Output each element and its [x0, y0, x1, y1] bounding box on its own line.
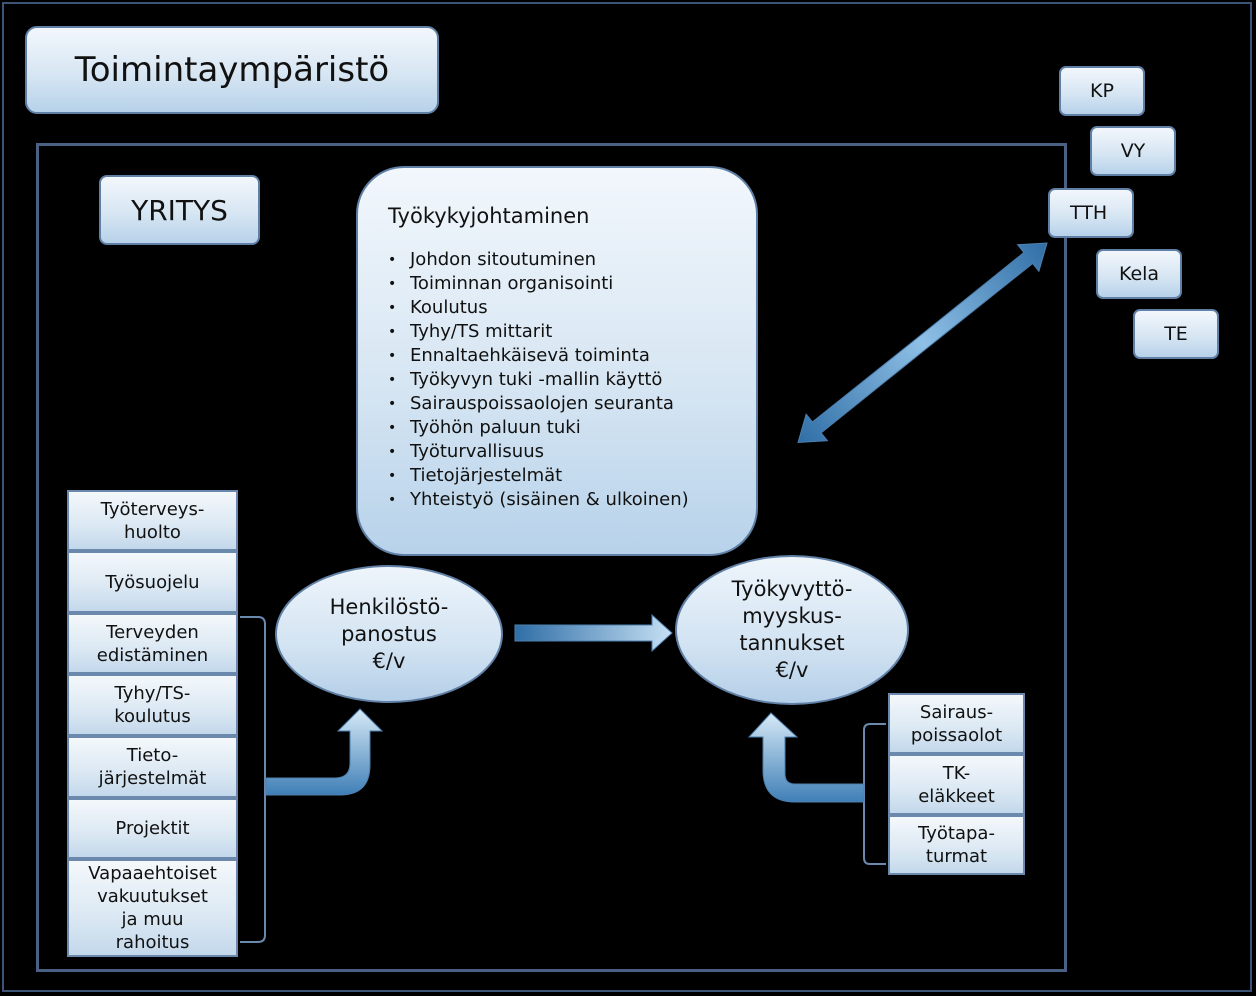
- management-item: Toiminnan organisointi: [388, 272, 736, 296]
- cost-item: Työtapa- turmat: [888, 815, 1025, 875]
- management-item: Työturvallisuus: [388, 440, 736, 464]
- management-title: Työkykyjohtaminen: [388, 204, 590, 228]
- external-party-kela: Kela: [1096, 249, 1182, 299]
- investment-line: €/v: [372, 648, 406, 673]
- company-frame: [36, 143, 1067, 972]
- investment-item: Projektit: [67, 798, 238, 859]
- investment-item: Työterveys- huolto: [67, 490, 238, 551]
- management-item: Tyhy/TS mittarit: [388, 320, 736, 344]
- costs-line: myyskus-: [742, 604, 842, 628]
- management-item: Johdon sitoutuminen: [388, 248, 736, 272]
- investment-item: Tyhy/TS- koulutus: [67, 674, 238, 736]
- environment-title: Toimintaympäristö: [25, 26, 439, 114]
- costs-line: Työkyvyttö-: [731, 577, 853, 601]
- costs-line: tannukset: [739, 631, 845, 655]
- investment-line: Henkilöstö-: [329, 594, 449, 619]
- external-party-kp: KP: [1059, 66, 1145, 116]
- management-item: Yhteistyö (sisäinen & ulkoinen): [388, 488, 736, 512]
- management-item: Työkyvyn tuki -mallin käyttö: [388, 368, 736, 392]
- management-item: Sairauspoissaolojen seuranta: [388, 392, 736, 416]
- costs-line: €/v: [775, 658, 809, 682]
- management-item: Tietojärjestelmät: [388, 464, 736, 488]
- management-list: Johdon sitoutuminen Toiminnan organisoin…: [388, 248, 736, 512]
- external-party-te: TE: [1133, 309, 1219, 359]
- investment-item: Työsuojelu: [67, 551, 238, 613]
- cost-item: Sairaus- poissaolot: [888, 693, 1025, 754]
- investment-ellipse: Henkilöstö- panostus €/v: [275, 565, 503, 703]
- investment-item: Tieto- järjestelmät: [67, 736, 238, 798]
- costs-ellipse: Työkyvyttö- myyskus- tannukset €/v: [675, 555, 909, 705]
- external-party-tth: TTH: [1048, 188, 1134, 238]
- management-item: Työhön paluun tuki: [388, 416, 736, 440]
- company-label: YRITYS: [99, 175, 260, 245]
- investment-line: panostus: [341, 621, 437, 646]
- external-party-vy: VY: [1090, 126, 1176, 176]
- cost-item: TK- eläkkeet: [888, 754, 1025, 815]
- management-item: Koulutus: [388, 296, 736, 320]
- investment-item: Terveyden edistäminen: [67, 613, 238, 674]
- investment-item: Vapaaehtoiset vakuutukset ja muu rahoitu…: [67, 859, 238, 957]
- management-box: Työkykyjohtaminen Johdon sitoutuminen To…: [356, 166, 758, 556]
- management-item: Ennaltaehkäisevä toiminta: [388, 344, 736, 368]
